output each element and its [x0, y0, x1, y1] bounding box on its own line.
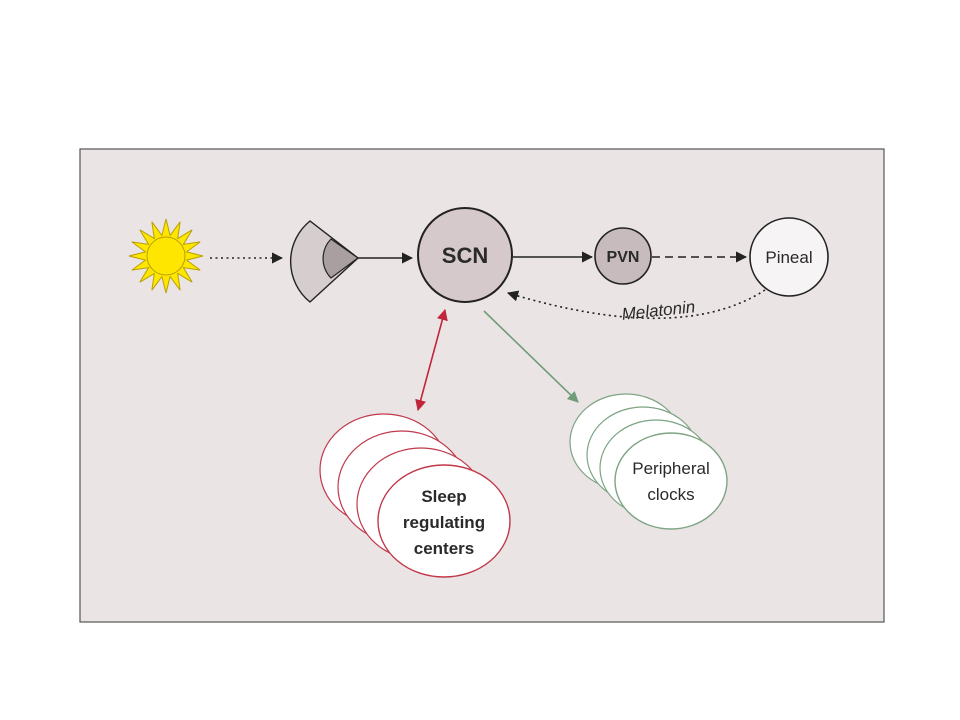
scn-sleep-bidirectional-arrow [415, 308, 448, 412]
melatonin-feedback-arrow [506, 289, 766, 320]
scn-to-peripheral-arrow [483, 310, 579, 403]
scn-label: SCN [442, 243, 488, 268]
pvn-label: PVN [607, 249, 640, 266]
eye-icon [289, 220, 360, 303]
peripheral-label-line2: clocks [647, 485, 694, 504]
sleep-regulating-centers-node: Sleep regulating centers [319, 413, 511, 578]
pineal-label: Pineal [765, 248, 812, 267]
sleep-label-line3: centers [414, 539, 474, 558]
peripheral-label-line1: Peripheral [632, 459, 710, 478]
sun-icon [128, 218, 204, 294]
sleep-label-line1: Sleep [421, 487, 466, 506]
pvn-node: PVN [594, 227, 652, 285]
pineal-node: Pineal [749, 217, 829, 297]
sleep-label-line2: regulating [403, 513, 485, 532]
peripheral-clocks-node: Peripheral clocks [569, 393, 728, 530]
scn-node: SCN [417, 207, 513, 303]
